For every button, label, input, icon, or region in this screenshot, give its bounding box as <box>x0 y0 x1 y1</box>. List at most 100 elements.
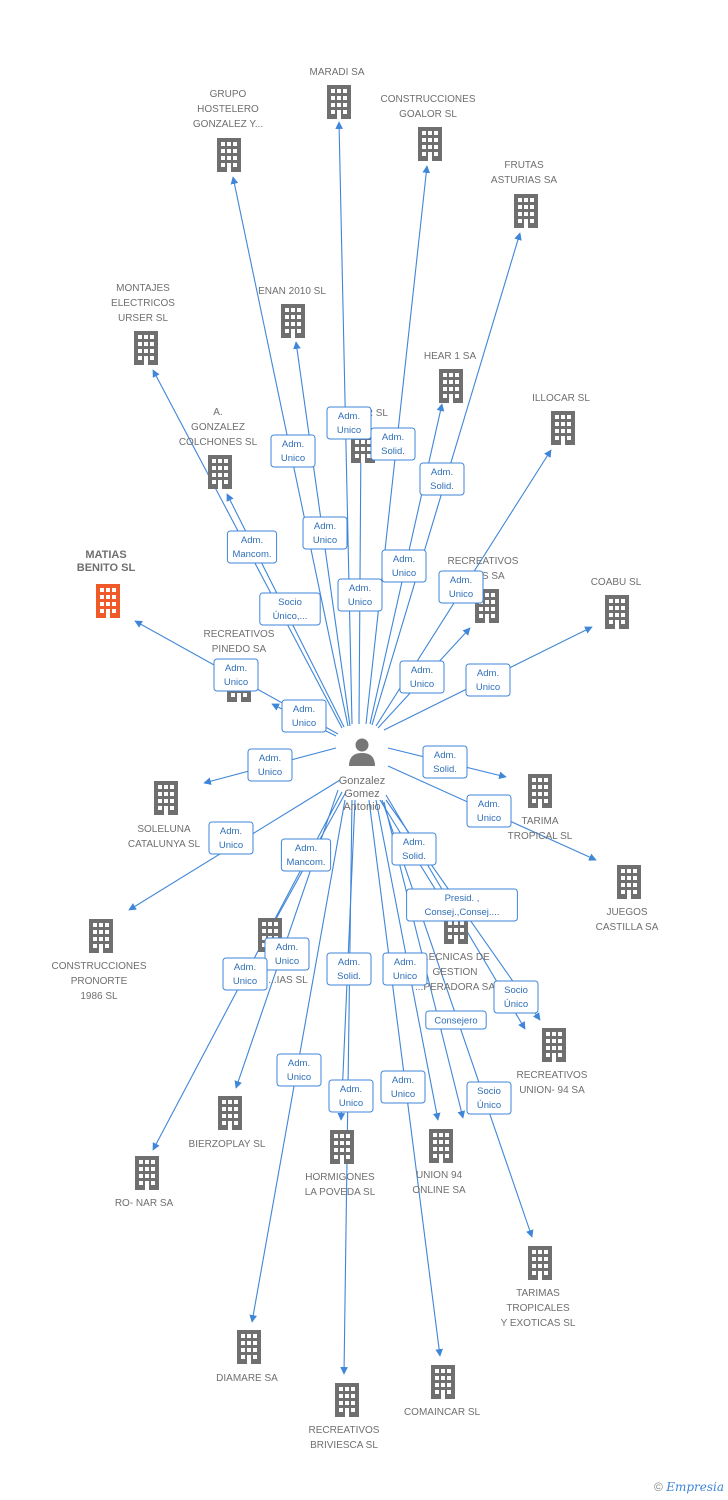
relation-badge[interactable]: Presid. ,Consej.,Consej.... <box>406 888 518 922</box>
relation-badge[interactable]: Adm.Unico <box>466 794 512 828</box>
relation-badge-box <box>391 832 437 866</box>
relation-role-text: Adm. <box>225 663 247 674</box>
relation-role-text: Socio <box>278 597 302 608</box>
relation-role-text: Adm. <box>295 843 317 854</box>
relation-role-text: Unico <box>275 956 299 967</box>
relation-badge[interactable]: Adm.Unico <box>213 658 259 692</box>
relation-badge[interactable]: Adm. Mancom. <box>280 838 332 872</box>
relation-badge[interactable]: Adm.Solid. <box>370 427 416 461</box>
relation-role-text: Único,... <box>273 611 308 622</box>
relation-badge[interactable]: Adm.Unico <box>438 570 484 604</box>
relation-badge[interactable]: Adm.Unico <box>264 937 310 971</box>
relation-badge[interactable]: Adm.Solid. <box>391 832 437 866</box>
relation-badge[interactable]: Adm.Unico <box>328 1079 374 1113</box>
relation-badge[interactable]: Adm.Unico <box>247 748 293 782</box>
relation-labels-layer: Adm.UnicoAdm.UnicoAdm.Solid.Adm.Solid.So… <box>208 406 539 1115</box>
company-label: BENITO SL <box>77 562 136 574</box>
relation-badge-box <box>406 888 518 922</box>
relation-badge[interactable]: Adm.Unico <box>302 516 348 550</box>
company-node-ronar[interactable]: RO- NAR SA <box>115 1156 174 1209</box>
relation-role-text: Adm. <box>394 957 416 968</box>
company-label: ...ECNICAS DE <box>420 952 490 963</box>
relation-badge[interactable]: Adm.Unico <box>276 1053 322 1087</box>
building-icon <box>281 304 305 338</box>
relation-badge-box <box>226 530 278 564</box>
relation-role-text: Unico <box>287 1072 311 1083</box>
building-icon <box>429 1129 453 1163</box>
relation-role-text: Unico <box>410 679 434 690</box>
relation-badge[interactable]: Adm.Unico <box>465 663 511 697</box>
company-node-maradi[interactable]: MARADI SA <box>309 67 365 119</box>
relation-badge-box <box>270 434 316 468</box>
relation-role-text: Unico <box>292 718 316 729</box>
relation-badge[interactable]: SocioÚnico,... <box>259 592 321 626</box>
building-icon <box>134 331 158 365</box>
relation-badge-box <box>259 592 321 626</box>
relation-role-text: Mancom. <box>286 857 325 868</box>
relation-badge[interactable]: Adm.Unico <box>381 549 427 583</box>
company-node-bierzoplay[interactable]: BIERZOPLAY SL <box>189 1096 266 1150</box>
company-label: CASTILLA SA <box>596 922 659 933</box>
relation-badge-box <box>399 660 445 694</box>
relation-role-text: Consejero <box>434 1016 477 1027</box>
relation-badge[interactable]: Adm.Unico <box>380 1070 426 1104</box>
person-name-line: Gonzalez <box>339 775 385 787</box>
relation-role-text: Unico <box>391 1089 415 1100</box>
relation-badge[interactable]: Adm.Solid. <box>422 745 468 779</box>
relation-badge[interactable]: Adm.Unico <box>337 578 383 612</box>
relation-role-text: Solid. <box>402 851 426 862</box>
relation-badge[interactable]: Consejero <box>425 1010 487 1030</box>
company-label: HEAR 1 SA <box>424 351 477 362</box>
company-label: BIERZOPLAY SL <box>189 1139 266 1150</box>
company-node-enan[interactable]: ENAN 2010 SL <box>258 286 326 338</box>
company-node-diamare[interactable]: DIAMARE SA <box>216 1330 278 1384</box>
relation-badge-box <box>465 663 511 697</box>
relation-role-text: Consej.,Consej.... <box>425 907 500 918</box>
relation-badge[interactable]: Adm.Solid. <box>419 462 465 496</box>
company-node-illocar[interactable]: ILLOCAR SL <box>532 393 590 445</box>
relation-badge[interactable]: Adm.Unico <box>281 699 327 733</box>
company-label: FRUTAS <box>504 160 544 171</box>
company-node-comaincar[interactable]: COMAINCAR SL <box>404 1365 481 1418</box>
relation-badge[interactable]: Adm.Unico <box>399 660 445 694</box>
relation-badge-box <box>326 406 372 440</box>
relation-badge[interactable]: Adm.Mancom. <box>226 530 278 564</box>
company-label: CONSTRUCCIONES <box>51 961 146 972</box>
relation-role-text: Unico <box>281 453 305 464</box>
company-node-hear1[interactable]: HEAR 1 SA <box>424 351 477 403</box>
company-node-coabu[interactable]: COABU SL <box>591 577 642 629</box>
relation-role-text: Adm. <box>220 826 242 837</box>
relation-badge[interactable]: Adm.Unico <box>270 434 316 468</box>
relation-badge[interactable]: Adm.Unico <box>222 957 268 991</box>
relation-badge-box <box>380 1070 426 1104</box>
company-label: GONZALEZ Y... <box>193 119 263 130</box>
relation-badge[interactable]: Adm.Unico <box>382 952 428 986</box>
company-node-xxxias[interactable]: ...IAS SL <box>258 918 308 986</box>
relation-badge[interactable]: Adm.Unico <box>326 406 372 440</box>
relation-badge[interactable]: Adm.Unico <box>208 821 254 855</box>
relation-role-text: Adm. <box>349 583 371 594</box>
relation-role-text: Unico <box>313 535 337 546</box>
relation-badge[interactable]: Adm.Solid. <box>326 952 372 986</box>
footer-brand[interactable]: © Empresia <box>654 1480 724 1494</box>
